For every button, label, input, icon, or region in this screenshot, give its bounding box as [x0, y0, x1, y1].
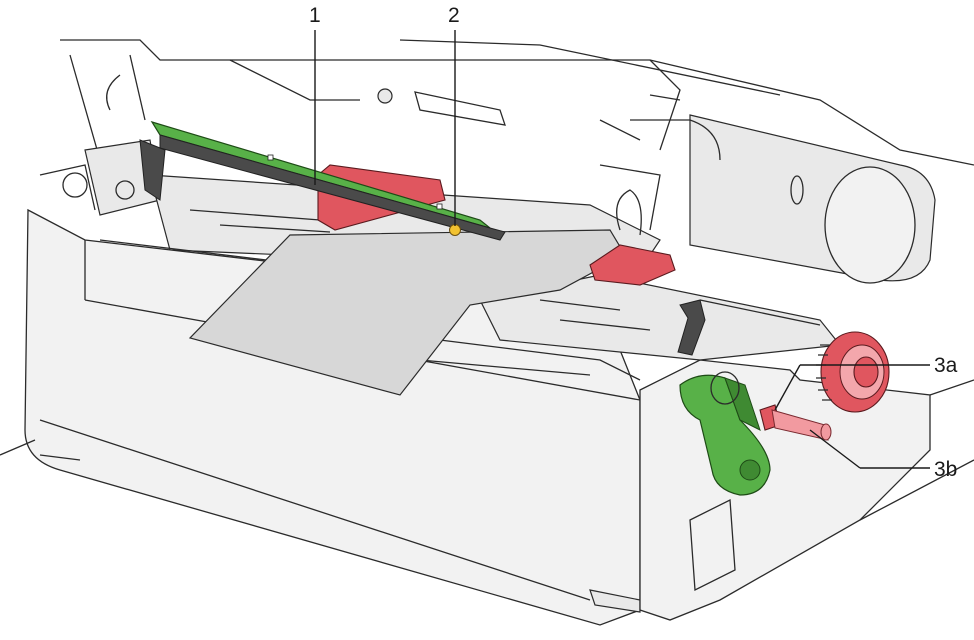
label-media [188, 229, 626, 396]
media-guide-red [589, 244, 676, 286]
margin-stop [677, 299, 706, 356]
sensor-bar [139, 120, 506, 241]
callout-3b: 3b [934, 458, 957, 481]
green-lever [679, 371, 771, 496]
callout-3a: 3a [934, 354, 958, 377]
leader-line-3a-b [774, 364, 801, 411]
upper-housing [60, 39, 974, 166]
sensor-point-marker [449, 224, 461, 236]
callout-1: 1 [309, 4, 321, 27]
rear-roller [630, 114, 936, 284]
callout-2: 2 [448, 4, 460, 27]
callout-lines [314, 30, 930, 469]
leader-line-3b-b [809, 429, 861, 469]
